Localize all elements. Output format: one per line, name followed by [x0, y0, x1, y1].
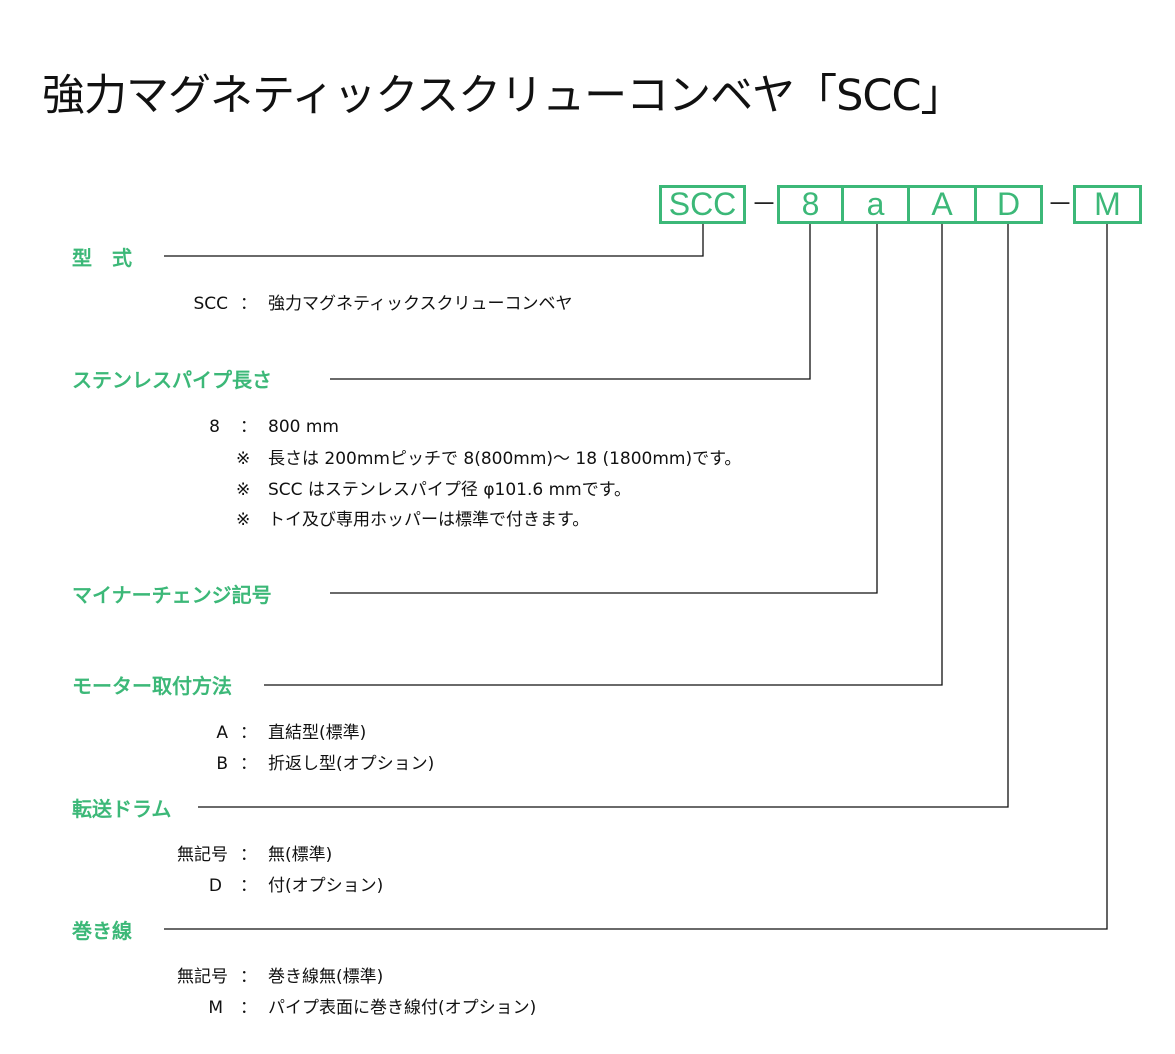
note-line: ※ SCC はステンレスパイプ径 φ101.6 mmです。 [236, 479, 631, 501]
option-colon: ： [240, 998, 257, 1018]
connector-type [164, 224, 704, 257]
option-value: 800 mm [268, 417, 339, 437]
option-colon: ： [240, 417, 257, 437]
option-colon: ： [240, 845, 257, 865]
option-colon: ： [240, 967, 257, 987]
note-text: 長さは 200mmピッチで 8(800mm)～ 18 (1800mm)です。 [268, 449, 742, 469]
option-colon: ： [240, 723, 257, 743]
section-label-type: 型 式 [72, 246, 132, 270]
model-segment-winding: M [1073, 185, 1142, 224]
option-key: B [216, 754, 228, 774]
section-label-winding: 巻き線 [72, 919, 132, 943]
note-mark: ※ [236, 449, 251, 469]
connector-pipe-length [330, 224, 811, 380]
option-value: 付(オプション) [268, 876, 384, 896]
section-label-motor-mount: モーター取付方法 [72, 674, 232, 698]
option-value: 強力マグネティックスクリューコンベヤ [268, 294, 573, 314]
option-colon: ： [240, 294, 257, 314]
option-value: 無(標準) [268, 845, 333, 865]
note-mark: ※ [236, 510, 251, 530]
option-key: 無記号 [177, 845, 228, 865]
connector-drum [198, 224, 1009, 808]
option-key: D [208, 876, 222, 896]
option-colon: ： [240, 876, 257, 896]
option-key: 無記号 [177, 967, 228, 987]
section-label-pipe-length: ステンレスパイプ長さ [72, 368, 272, 392]
section-label-drum: 転送ドラム [72, 797, 172, 821]
note-text: トイ及び専用ホッパーは標準で付きます。 [268, 510, 590, 530]
option-value: パイプ表面に巻き線付(オプション) [268, 998, 537, 1018]
option-value: 巻き線無(標準) [268, 967, 384, 987]
note-text: SCC はステンレスパイプ径 φ101.6 mmです。 [268, 480, 632, 500]
option-key: A [216, 723, 228, 743]
note-line: ※ トイ及び専用ホッパーは標準で付きます。 [236, 509, 589, 531]
section-label-minor-change: マイナーチェンジ記号 [72, 583, 272, 607]
page-title: 強力マグネティックスクリューコンベヤ「SCC」 [42, 71, 963, 121]
connector-minor-change [330, 224, 878, 594]
model-segment-drum: D [974, 185, 1043, 224]
connector-motor-mount [264, 224, 943, 686]
option-key: M [208, 998, 223, 1018]
option-colon: ： [240, 754, 257, 774]
option-key: 8 [209, 417, 220, 437]
connector-winding [164, 224, 1108, 930]
option-key: SCC [193, 294, 228, 314]
note-line: ※ 長さは 200mmピッチで 8(800mm)～ 18 (1800mm)です。 [236, 448, 741, 470]
note-mark: ※ [236, 480, 251, 500]
model-segment-type: SCC [659, 185, 746, 224]
option-value: 直結型(標準) [268, 723, 367, 743]
option-value: 折返し型(オプション) [268, 754, 435, 774]
